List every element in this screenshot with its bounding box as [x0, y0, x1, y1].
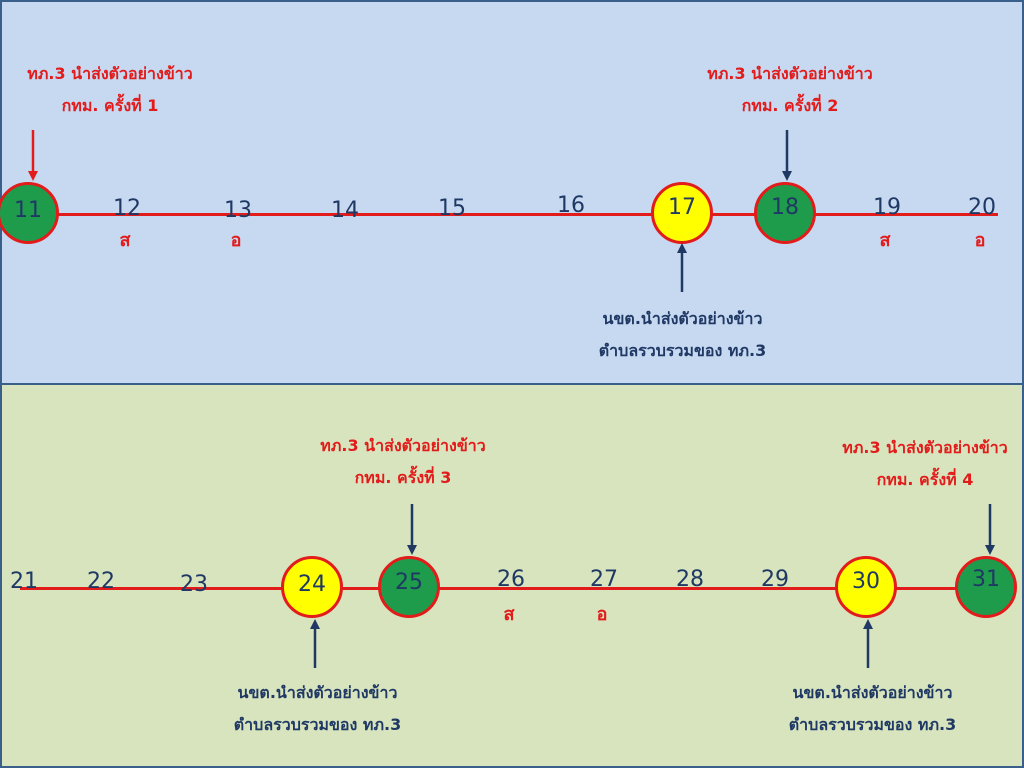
note-collect-1: นขต.นำส่งตัวอย่างข้าว ตำบลรวบรวมของ ทภ.3: [575, 303, 790, 367]
day-number: 28: [676, 567, 704, 592]
timeline-line-top: [28, 213, 998, 216]
weekday-label: อ: [230, 230, 242, 251]
day-number: 13: [224, 198, 252, 223]
day-number: 26: [497, 567, 525, 592]
note-line: ทภ.3 นำส่งตัวอย่างข้าว: [707, 64, 873, 83]
note-line: กทม. ครั้งที่ 3: [354, 468, 452, 487]
day-marker-green: [754, 182, 816, 244]
day-number: 27: [590, 567, 618, 592]
day-marker-green: [378, 556, 440, 618]
note-line: นขต.นำส่งตัวอย่างข้าว: [602, 309, 763, 328]
note-line: กทม. ครั้งที่ 4: [876, 470, 974, 489]
note-collect-3: นขต.นำส่งตัวอย่างข้าว ตำบลรวบรวมของ ทภ.3: [765, 677, 980, 741]
day-marker-yellow: [651, 182, 713, 244]
day-number: 18: [771, 195, 799, 220]
note-line: นขต.นำส่งตัวอย่างข้าว: [237, 683, 398, 702]
note-line: ตำบลรวบรวมของ ทภ.3: [788, 715, 957, 734]
day-number: 11: [14, 198, 42, 223]
day-number: 16: [557, 193, 585, 218]
day-number: 19: [873, 195, 901, 220]
note-line: ตำบลรวบรวมของ ทภ.3: [598, 341, 767, 360]
weekday-label: ส: [879, 230, 891, 251]
week-panel-top: [0, 0, 1024, 385]
weekday-label: อ: [596, 604, 608, 625]
day-number: 17: [668, 195, 696, 220]
day-marker-yellow: [281, 556, 343, 618]
day-number: 15: [438, 196, 466, 221]
day-marker-yellow: [835, 556, 897, 618]
day-marker-green: [0, 182, 59, 244]
note-send-4: ทภ.3 นำส่งตัวอย่างข้าว กทม. ครั้งที่ 4: [826, 432, 1024, 496]
note-line: กทม. ครั้งที่ 1: [61, 96, 159, 115]
day-number: 14: [331, 198, 359, 223]
day-number: 23: [180, 572, 208, 597]
day-number: 25: [395, 570, 423, 595]
note-line: ทภ.3 นำส่งตัวอย่างข้าว: [27, 64, 193, 83]
note-line: ตำบลรวบรวมของ ทภ.3: [233, 715, 402, 734]
note-send-3: ทภ.3 นำส่งตัวอย่างข้าว กทม. ครั้งที่ 3: [303, 430, 503, 494]
note-send-2: ทภ.3 นำส่งตัวอย่างข้าว กทม. ครั้งที่ 2: [690, 58, 890, 122]
note-collect-2: นขต.นำส่งตัวอย่างข้าว ตำบลรวบรวมของ ทภ.3: [210, 677, 425, 741]
day-number: 20: [968, 195, 996, 220]
note-line: กทม. ครั้งที่ 2: [741, 96, 839, 115]
day-number: 29: [761, 567, 789, 592]
note-line: นขต.นำส่งตัวอย่างข้าว: [792, 683, 953, 702]
day-number: 22: [87, 569, 115, 594]
note-send-1: ทภ.3 นำส่งตัวอย่างข้าว กทม. ครั้งที่ 1: [10, 58, 210, 122]
note-line: ทภ.3 นำส่งตัวอย่างข้าว: [842, 438, 1008, 457]
day-number: 21: [10, 569, 38, 594]
weekday-label: อ: [974, 230, 986, 251]
day-number: 31: [972, 567, 1000, 592]
day-number: 12: [113, 196, 141, 221]
weekday-label: ส: [503, 604, 515, 625]
timeline-line-bottom: [20, 587, 995, 590]
note-line: ทภ.3 นำส่งตัวอย่างข้าว: [320, 436, 486, 455]
day-marker-green: [955, 556, 1017, 618]
weekday-label: ส: [119, 230, 131, 251]
day-number: 30: [852, 569, 880, 594]
day-number: 24: [298, 572, 326, 597]
